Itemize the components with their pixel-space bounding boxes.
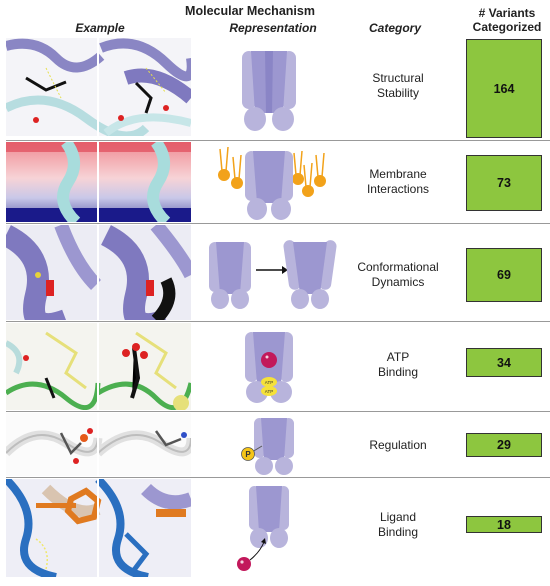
header-example: Example [75,21,125,35]
representation-structural [198,37,340,140]
row-ligand-binding: Ligand Binding 18 [0,478,550,581]
row-regulation: P Regulation 29 [0,412,550,477]
row-structural-stability: Structural Stability 164 [0,37,550,140]
representation-atp: ATP ATP [198,322,340,411]
category-line1: Regulation [369,438,427,452]
example-image-atp [6,323,191,410]
category-line1: ATP [386,350,410,364]
representation-ligand [198,478,340,581]
category-membrane: Membrane Interactions [343,167,453,197]
count-box-structural: 164 [466,39,542,138]
category-atp: ATP Binding [343,350,453,380]
header-count-line1: # Variants [478,6,536,20]
count-box-regulation: 29 [466,433,542,457]
atp-label-1: ATP [265,380,273,385]
representation-membrane [198,141,340,223]
count-box-atp: 34 [466,348,542,377]
row-divider [6,140,550,141]
category-ligand: Ligand Binding [343,510,453,540]
header-count-line2: Categorized [472,20,542,34]
phospho-label: P [245,450,251,459]
header-title: Molecular Mechanism [185,4,315,18]
category-regulation: Regulation [343,438,453,453]
category-line2: Binding [377,525,419,539]
atp-label-2: ATP [265,389,273,394]
example-image-ligand [6,479,191,577]
header-representation: Representation [229,21,317,35]
count-box-membrane: 73 [466,155,542,211]
row-conformational-dynamics: Conformational Dynamics 69 [0,224,550,321]
header-count: # Variants Categorized [462,6,550,34]
example-image-membrane [6,142,191,222]
count-box-ligand: 18 [466,516,542,533]
category-line2: Binding [377,365,419,379]
count-box-conformational: 69 [466,248,542,302]
category-line1: Structural [372,71,424,85]
category-structural: Structural Stability [343,71,453,101]
category-line1: Conformational [357,260,439,274]
header-category: Category [368,21,421,35]
example-image-conformational [6,225,191,320]
row-membrane-interactions: Membrane Interactions 73 [0,141,550,223]
row-divider [6,411,550,412]
representation-conformational [198,224,340,321]
example-image-regulation [6,413,191,476]
row-divider [6,321,550,322]
category-line2: Stability [376,86,420,100]
category-conformational: Conformational Dynamics [343,260,453,290]
category-line2: Dynamics [371,275,425,289]
category-line1: Membrane [369,167,427,181]
category-line2: Interactions [366,182,430,196]
example-image-structural [6,38,191,136]
row-divider [6,477,550,478]
row-atp-binding: ATP ATP ATP Binding 34 [0,322,550,411]
category-line1: Ligand [379,510,417,524]
representation-regulation: P [198,412,340,477]
row-divider [6,223,550,224]
